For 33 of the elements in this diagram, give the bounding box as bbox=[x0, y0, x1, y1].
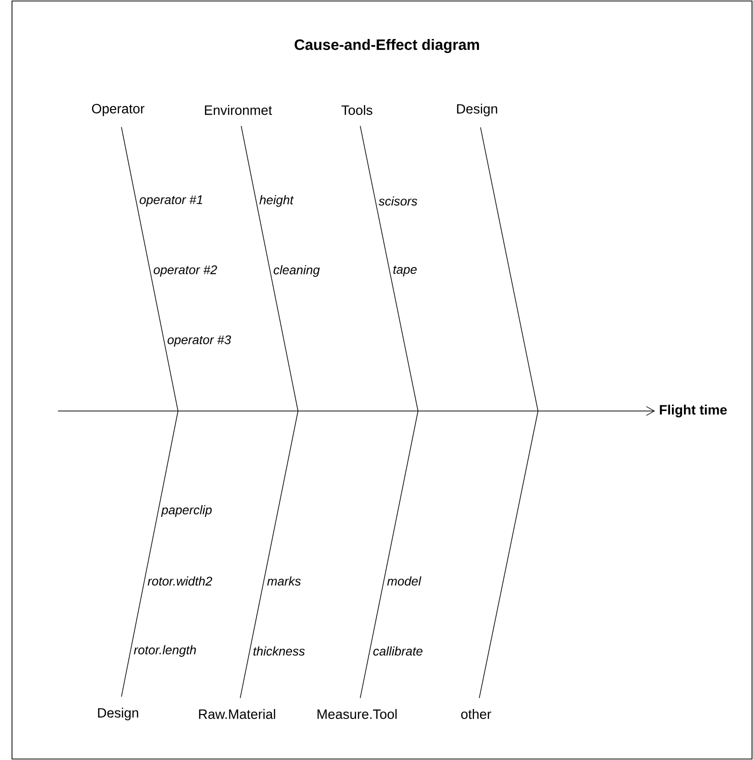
category-label: Environmet bbox=[204, 105, 272, 115]
cause-label: operator #3 bbox=[168, 335, 231, 347]
cause-label: model bbox=[387, 576, 422, 586]
cause-label: marks bbox=[267, 576, 301, 586]
cause-label: cleaning bbox=[274, 265, 320, 277]
cause-label: scisors bbox=[378, 196, 418, 206]
cause-label: height bbox=[260, 195, 294, 207]
bone-line bbox=[480, 126, 538, 412]
bone-line bbox=[121, 410, 178, 698]
cause-label: operator #1 bbox=[140, 195, 202, 207]
cause-label: thickness bbox=[253, 646, 305, 656]
bone-line bbox=[121, 126, 178, 412]
cause-label: tape bbox=[393, 266, 417, 276]
category-label: Design bbox=[98, 708, 138, 720]
category-label: Tools bbox=[342, 105, 372, 115]
category-label: other bbox=[461, 709, 492, 719]
category-label: Design bbox=[457, 104, 498, 116]
cause-label: paperclip bbox=[161, 505, 212, 517]
spine-arrow bbox=[58, 406, 655, 416]
bone-line bbox=[240, 126, 298, 412]
bone-line bbox=[360, 126, 418, 412]
bone-line bbox=[240, 410, 298, 698]
effect-label: Flight time bbox=[660, 404, 727, 418]
cause-label: operator #2 bbox=[154, 265, 218, 277]
bone-line bbox=[478, 410, 538, 698]
cause-label: callibrate bbox=[373, 646, 422, 656]
category-label: Measure.Tool bbox=[318, 709, 397, 719]
cause-label: rotor.length bbox=[134, 645, 196, 657]
chart-title: Cause-and-Effect diagram bbox=[294, 38, 479, 54]
bone-line bbox=[360, 410, 418, 698]
cause-label: rotor.width2 bbox=[148, 576, 212, 586]
category-label: Raw.Material bbox=[199, 709, 276, 719]
category-label: Operator bbox=[92, 104, 144, 116]
